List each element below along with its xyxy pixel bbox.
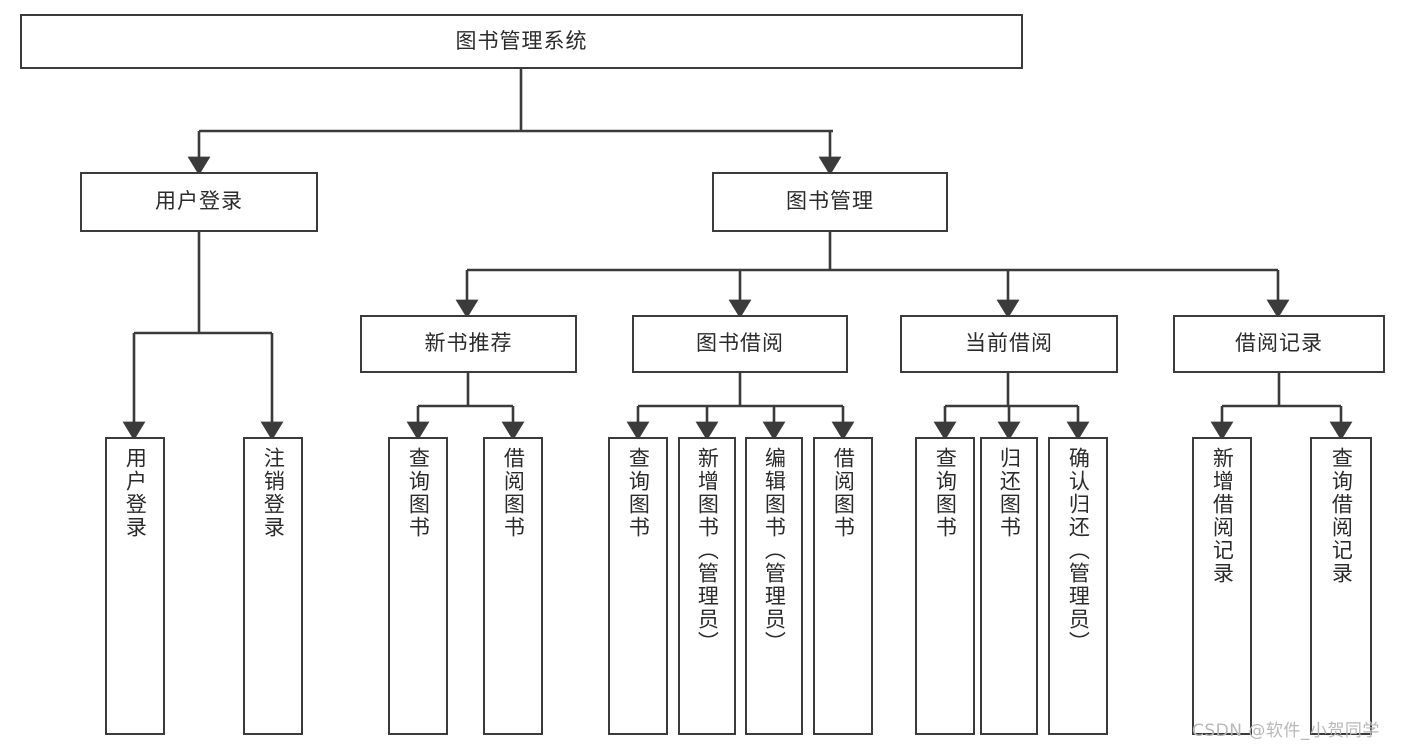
node-leaf-query-record[interactable]: 查询借阅记录 bbox=[1310, 437, 1372, 735]
node-leaf-query-book-1-label: 查询图书 bbox=[406, 447, 431, 539]
node-leaf-return-book[interactable]: 归还图书 bbox=[980, 437, 1038, 735]
node-book-manage[interactable]: 图书管理 bbox=[712, 172, 948, 232]
node-leaf-add-record[interactable]: 新增借阅记录 bbox=[1192, 437, 1252, 735]
node-new-book-recommend[interactable]: 新书推荐 bbox=[360, 315, 577, 373]
node-root-label: 图书管理系统 bbox=[455, 28, 588, 53]
node-book-manage-label: 图书管理 bbox=[786, 189, 874, 214]
node-user-login-label: 用户登录 bbox=[155, 189, 243, 214]
node-user-login[interactable]: 用户登录 bbox=[80, 172, 318, 232]
node-leaf-user-login-label: 用户登录 bbox=[123, 447, 148, 539]
node-leaf-query-book-1[interactable]: 查询图书 bbox=[388, 437, 448, 735]
node-root[interactable]: 图书管理系统 bbox=[20, 14, 1023, 69]
node-leaf-borrow-book-2[interactable]: 借阅图书 bbox=[813, 437, 873, 735]
node-leaf-add-book-label: 新增图书（管理员） bbox=[695, 447, 720, 654]
node-leaf-user-logout-label: 注销登录 bbox=[261, 447, 286, 539]
node-book-borrow[interactable]: 图书借阅 bbox=[632, 315, 848, 373]
node-new-book-recommend-label: 新书推荐 bbox=[424, 331, 513, 356]
node-leaf-edit-book[interactable]: 编辑图书（管理员） bbox=[745, 437, 803, 735]
node-leaf-borrow-book-1[interactable]: 借阅图书 bbox=[483, 437, 543, 735]
node-leaf-add-record-label: 新增借阅记录 bbox=[1210, 447, 1235, 585]
node-leaf-return-book-label: 归还图书 bbox=[997, 447, 1022, 539]
node-current-borrow-label: 当前借阅 bbox=[965, 331, 1053, 356]
node-leaf-user-login[interactable]: 用户登录 bbox=[105, 437, 165, 735]
node-leaf-borrow-book-2-label: 借阅图书 bbox=[831, 447, 856, 539]
node-leaf-query-record-label: 查询借阅记录 bbox=[1329, 447, 1354, 585]
node-leaf-add-book[interactable]: 新增图书（管理员） bbox=[678, 437, 736, 735]
node-book-borrow-label: 图书借阅 bbox=[696, 331, 784, 356]
node-current-borrow[interactable]: 当前借阅 bbox=[900, 315, 1118, 373]
node-leaf-query-book-3-label: 查询图书 bbox=[933, 447, 958, 539]
node-leaf-query-book-3[interactable]: 查询图书 bbox=[915, 437, 975, 735]
node-leaf-borrow-book-1-label: 借阅图书 bbox=[501, 447, 526, 539]
node-borrow-record[interactable]: 借阅记录 bbox=[1173, 315, 1385, 373]
node-leaf-confirm-return-label: 确认归还（管理员） bbox=[1066, 447, 1091, 654]
csdn-watermark: CSDN @软件_小贺同学 bbox=[1192, 721, 1380, 741]
node-leaf-query-book-2[interactable]: 查询图书 bbox=[608, 437, 668, 735]
node-leaf-user-logout[interactable]: 注销登录 bbox=[243, 437, 303, 735]
node-borrow-record-label: 借阅记录 bbox=[1235, 331, 1323, 356]
node-leaf-edit-book-label: 编辑图书（管理员） bbox=[762, 447, 787, 654]
node-leaf-confirm-return[interactable]: 确认归还（管理员） bbox=[1048, 437, 1108, 735]
node-leaf-query-book-2-label: 查询图书 bbox=[626, 447, 651, 539]
